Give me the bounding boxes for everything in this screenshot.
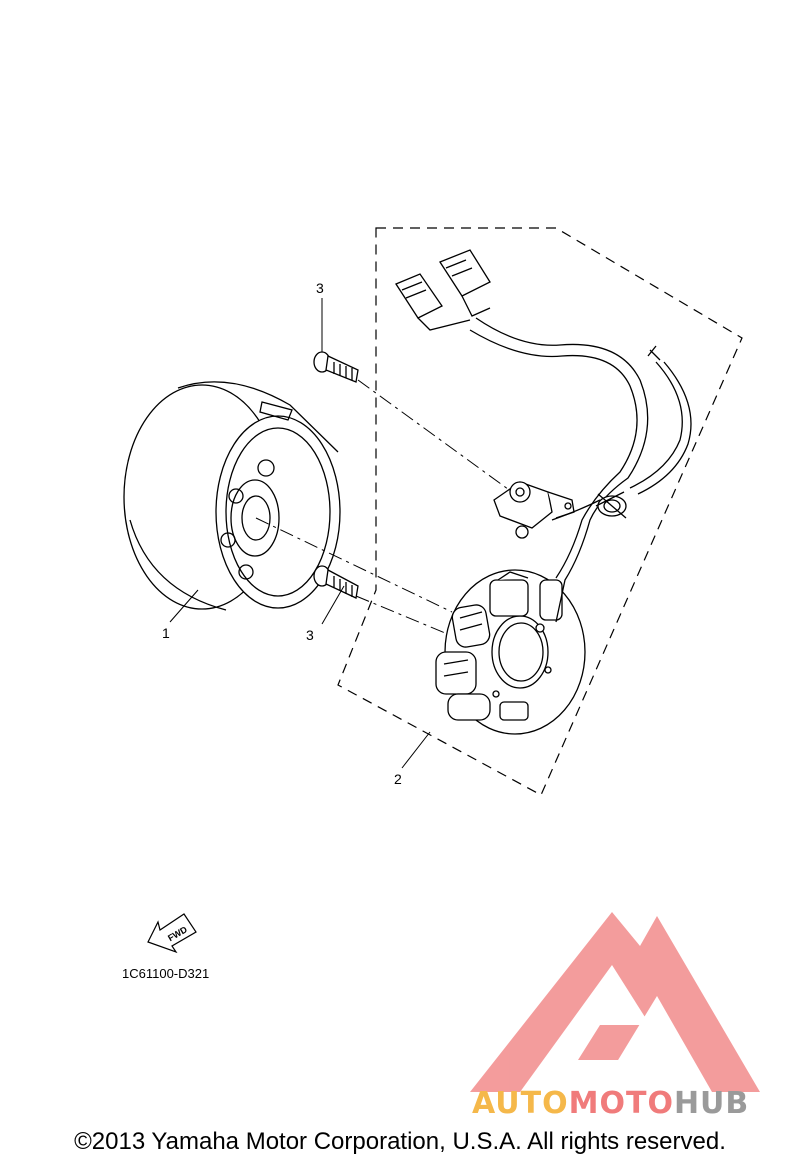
- callout-bolt-top: 3: [316, 280, 324, 296]
- bolt-bottom: [313, 565, 359, 599]
- watermark-part-auto: AUTO: [472, 1086, 569, 1121]
- fwd-arrow-icon: FWD: [147, 913, 197, 954]
- alignment-lines: [255, 379, 513, 641]
- watermark-logo-icon: [470, 912, 760, 1092]
- harness-connectors: [395, 249, 491, 331]
- stator-coil: [435, 569, 586, 735]
- copyright-notice: ©2013 Yamaha Motor Corporation, U.S.A. A…: [74, 1128, 726, 1155]
- watermark-part-hub: HUB: [674, 1086, 749, 1121]
- watermark-wordmark: AUTOMOTOHUB: [472, 1086, 749, 1121]
- diagram-code: 1C61100-D321: [122, 966, 209, 981]
- stator-assembly-outline: [337, 227, 743, 796]
- callout-leaders: [169, 298, 431, 769]
- callout-bolt-bottom: 3: [306, 627, 314, 643]
- callout-stator: 2: [394, 771, 402, 787]
- pickup-coil: [493, 481, 575, 539]
- bolt-top: [313, 351, 359, 383]
- callout-flywheel: 1: [162, 625, 170, 641]
- flywheel-rotor: [123, 381, 341, 611]
- wiring-harness: [469, 317, 692, 623]
- watermark-part-moto: MOTO: [569, 1086, 674, 1121]
